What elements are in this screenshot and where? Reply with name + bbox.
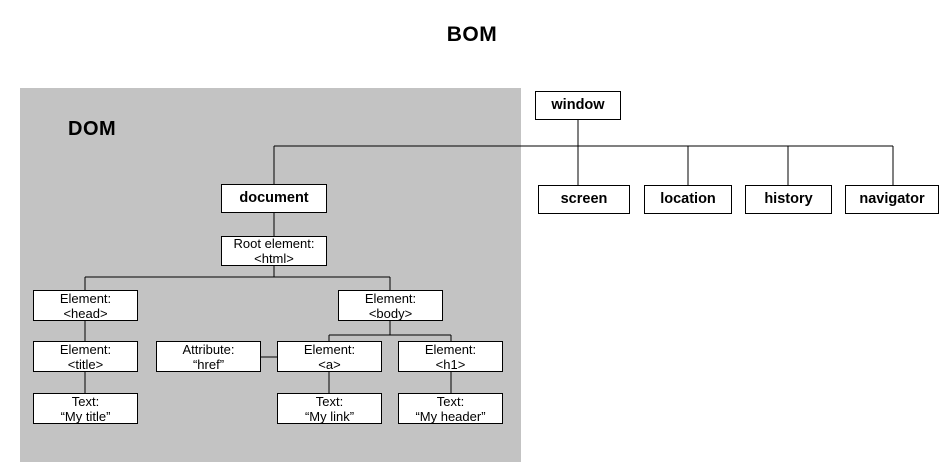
bom-node-history[interactable]: history bbox=[745, 185, 832, 214]
dom-node-text-my-header-line2: “My header” bbox=[415, 408, 486, 424]
dom-node-h1-line2: <h1> bbox=[435, 356, 466, 372]
bom-node-screen[interactable]: screen bbox=[538, 185, 630, 214]
bom-node-window-label: window bbox=[551, 97, 605, 113]
dom-node-title-element-line1: Element: bbox=[59, 341, 112, 357]
dom-node-h1-line1: Element: bbox=[424, 341, 477, 357]
page-title: BOM bbox=[446, 23, 498, 46]
dom-node-anchor-line2: <a> bbox=[318, 356, 341, 372]
bom-node-window[interactable]: window bbox=[535, 91, 621, 120]
dom-node-root-element-line2: <html> bbox=[254, 251, 294, 266]
dom-node-text-my-header[interactable]: Text: “My header” bbox=[398, 393, 503, 424]
bom-node-history-label: history bbox=[764, 191, 813, 207]
dom-node-title-element-line2: <title> bbox=[67, 356, 104, 372]
dom-node-head-line1: Element: bbox=[59, 290, 112, 306]
dom-node-attribute-href[interactable]: Attribute: “href” bbox=[156, 341, 261, 372]
dom-node-text-my-header-line1: Text: bbox=[436, 393, 465, 409]
dom-group-label: DOM bbox=[68, 118, 117, 140]
dom-node-title-element[interactable]: Element: <title> bbox=[33, 341, 138, 372]
dom-node-root-element[interactable]: Root element: <html> bbox=[221, 236, 327, 266]
dom-node-text-my-link[interactable]: Text: “My link” bbox=[277, 393, 382, 424]
dom-node-body-line2: <body> bbox=[368, 305, 413, 321]
dom-node-body-line1: Element: bbox=[364, 290, 417, 306]
dom-node-text-my-title-line1: Text: bbox=[71, 393, 100, 409]
dom-node-root-element-line1: Root element: bbox=[233, 236, 315, 251]
dom-node-body[interactable]: Element: <body> bbox=[338, 290, 443, 321]
dom-node-text-my-link-line2: “My link” bbox=[304, 408, 355, 424]
dom-node-anchor-line1: Element: bbox=[303, 341, 356, 357]
bom-node-screen-label: screen bbox=[560, 191, 608, 207]
dom-node-text-my-title[interactable]: Text: “My title” bbox=[33, 393, 138, 424]
bom-node-navigator-label: navigator bbox=[859, 191, 925, 207]
dom-node-document-label: document bbox=[239, 190, 309, 206]
dom-node-document[interactable]: document bbox=[221, 184, 327, 213]
dom-node-text-my-title-line2: “My title” bbox=[60, 408, 111, 424]
dom-node-text-my-link-line1: Text: bbox=[315, 393, 344, 409]
dom-node-attribute-href-line2: “href” bbox=[192, 356, 225, 372]
dom-node-anchor[interactable]: Element: <a> bbox=[277, 341, 382, 372]
bom-node-navigator[interactable]: navigator bbox=[845, 185, 939, 214]
dom-node-h1[interactable]: Element: <h1> bbox=[398, 341, 503, 372]
dom-node-attribute-href-line1: Attribute: bbox=[182, 341, 235, 357]
dom-node-head[interactable]: Element: <head> bbox=[33, 290, 138, 321]
bom-node-location-label: location bbox=[660, 191, 716, 207]
dom-node-head-line2: <head> bbox=[63, 305, 108, 321]
bom-node-location[interactable]: location bbox=[644, 185, 732, 214]
